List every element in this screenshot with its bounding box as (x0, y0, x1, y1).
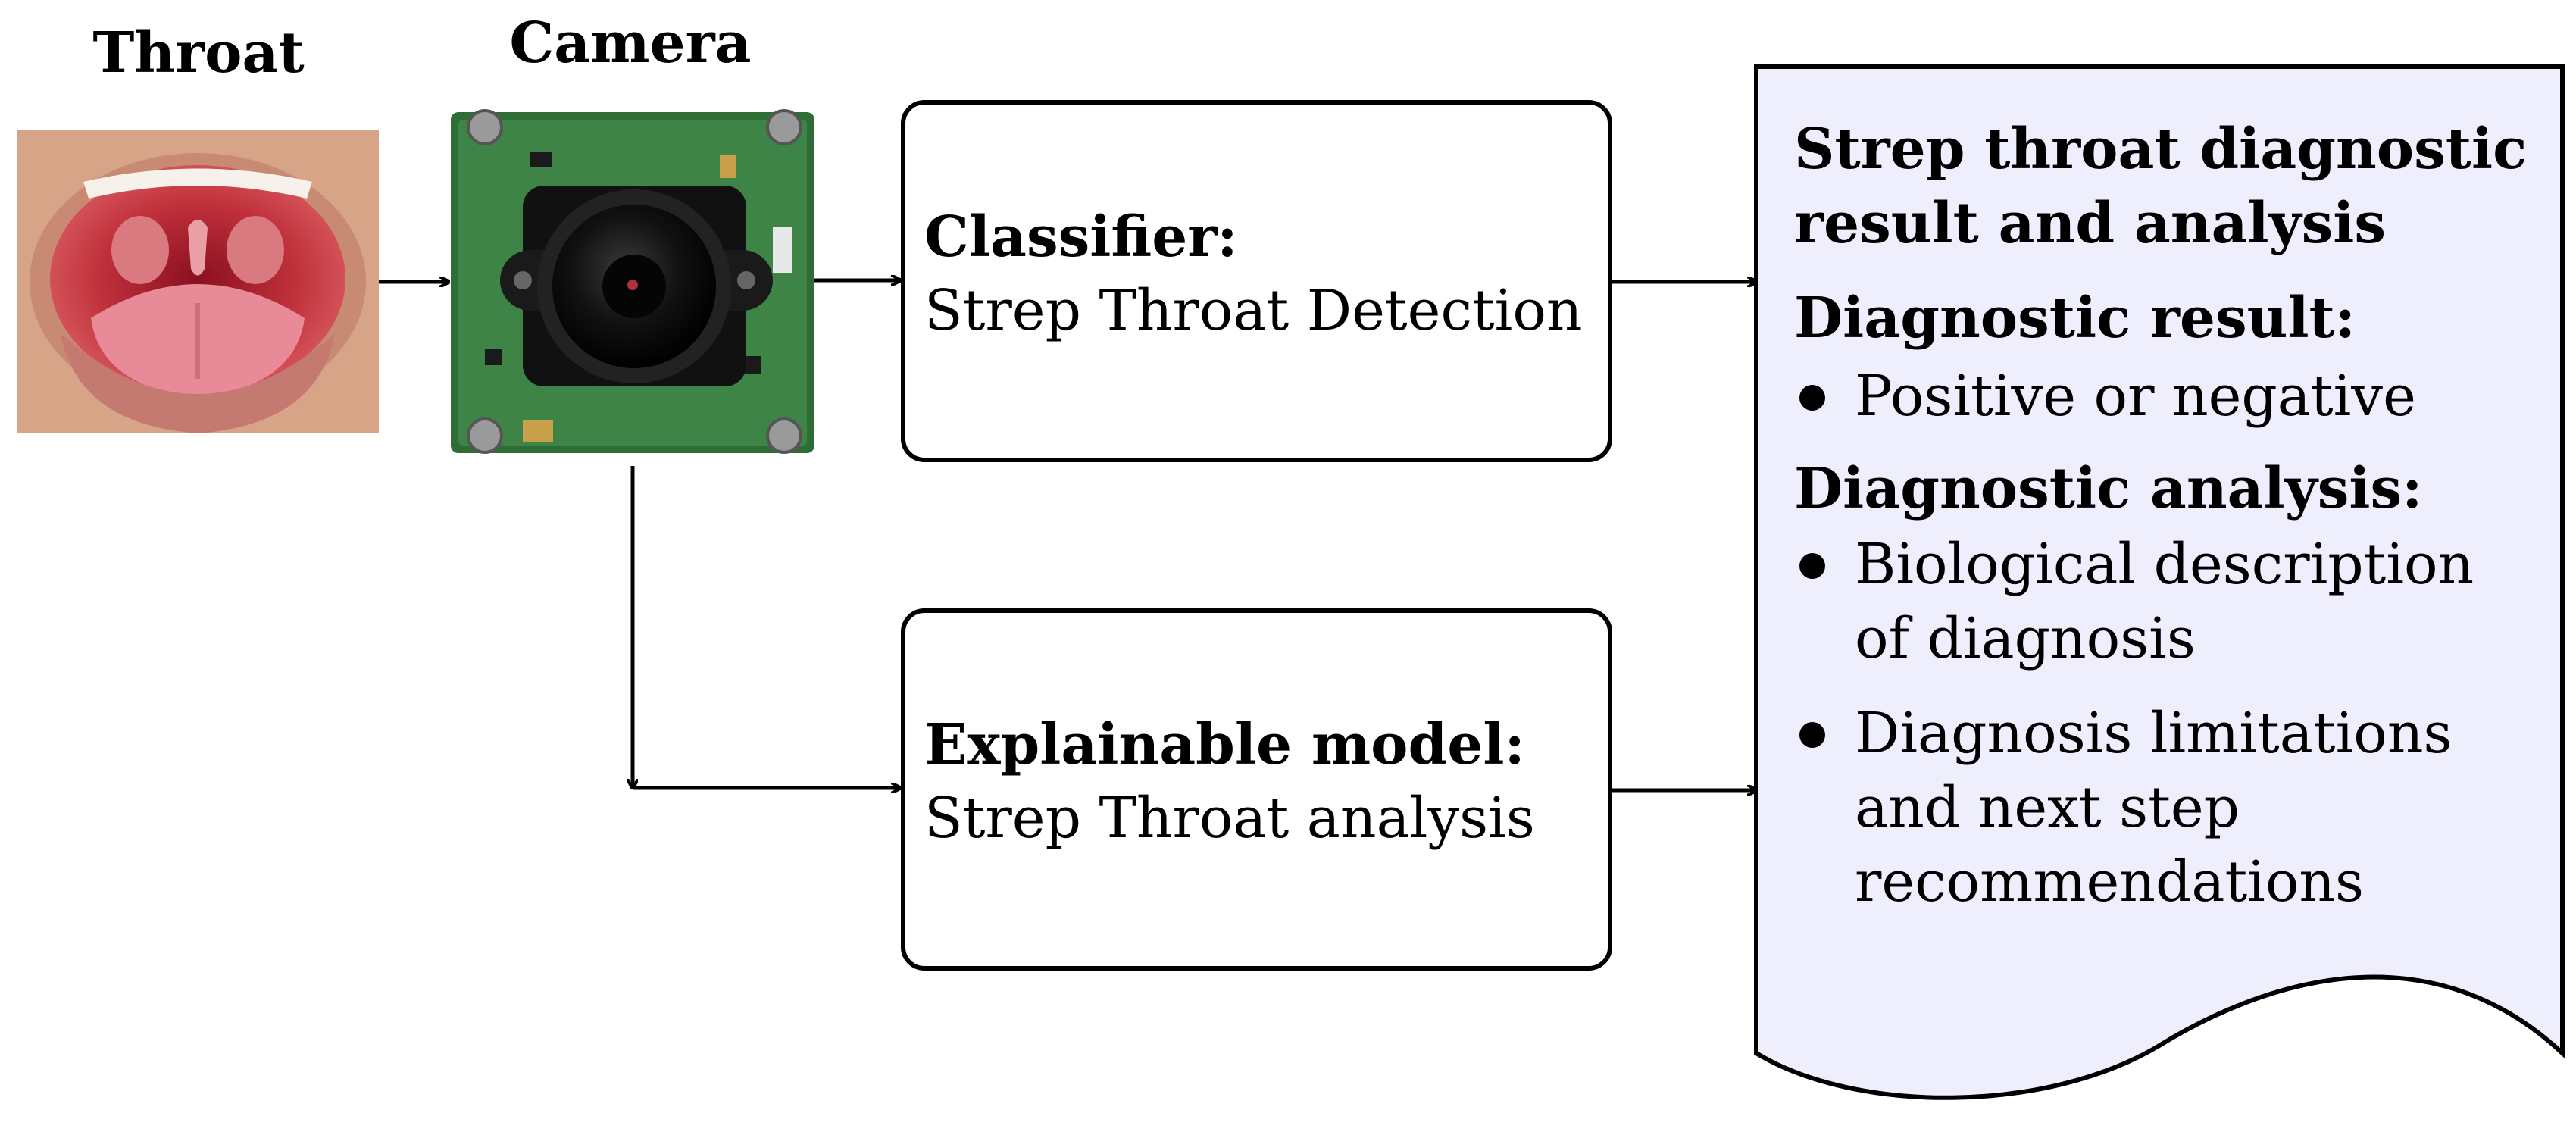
analysis-item2-line2: and next step (1855, 775, 2240, 840)
bullet-analysis-1 (1799, 553, 1825, 579)
analysis-item1-line2: of diagnosis (1855, 606, 2196, 671)
camera-label: Camera (509, 11, 751, 76)
camera-image (451, 109, 814, 454)
explainable-title: Explainable model: (924, 712, 1525, 777)
analysis-item2-line3: recommendations (1855, 849, 2364, 914)
result-document: Strep throat diagnostic result and analy… (1754, 64, 2565, 1100)
classifier-box: Classifier: Strep Throat Detection (901, 100, 1612, 462)
throat-image (17, 130, 379, 433)
diagnostic-analysis-heading: Diagnostic analysis: (1794, 456, 2422, 521)
bullet-analysis-2 (1799, 722, 1825, 748)
bullet-result (1799, 385, 1825, 411)
classifier-subtitle: Strep Throat Detection (924, 278, 1583, 343)
explainable-subtitle: Strep Throat analysis (924, 786, 1535, 851)
throat-label: Throat (92, 20, 304, 86)
result-heading-line2: result and analysis (1794, 191, 2386, 256)
result-heading-line1: Strep throat diagnostic (1794, 117, 2527, 182)
diagnostic-result-item: Positive or negative (1855, 364, 2416, 429)
classifier-title: Classifier: (924, 205, 1238, 270)
analysis-item1-line1: Biological description (1855, 532, 2474, 597)
explainable-model-box: Explainable model: Strep Throat analysis (901, 608, 1612, 971)
analysis-item2-line1: Diagnosis limitations (1855, 701, 2452, 766)
diagnostic-result-heading: Diagnostic result: (1794, 286, 2356, 351)
